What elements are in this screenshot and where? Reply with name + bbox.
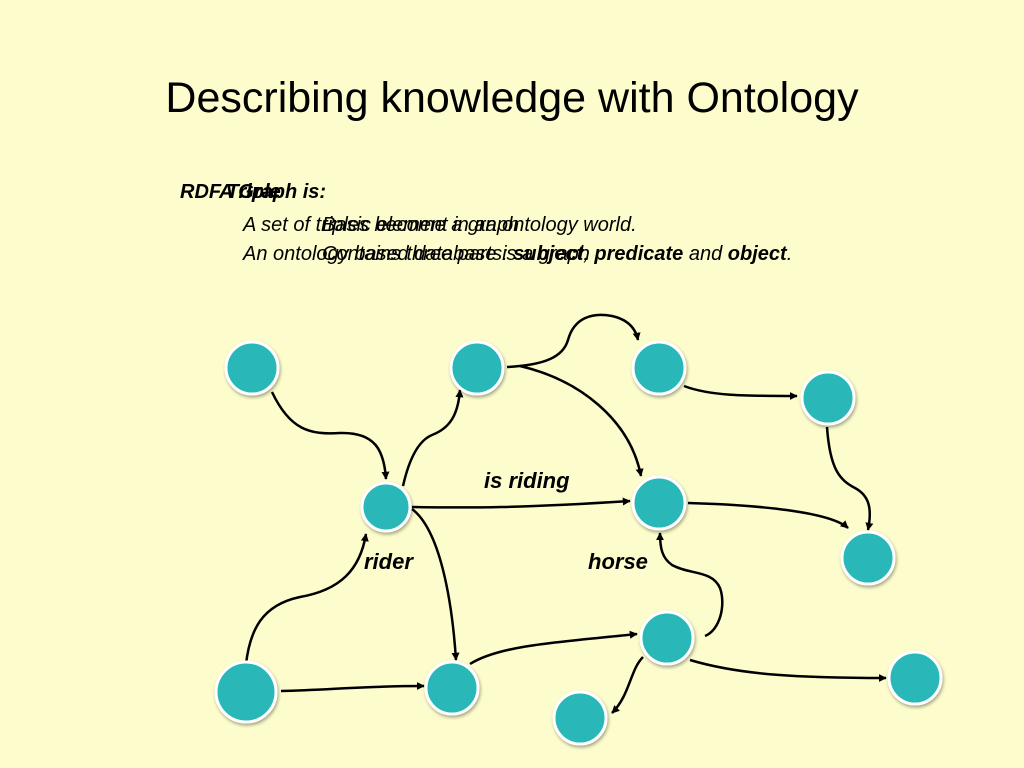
graph-node-n6 bbox=[631, 475, 687, 531]
graph-node-n1 bbox=[224, 340, 280, 396]
graph-node-n9 bbox=[214, 660, 278, 724]
edge-n2-n3 bbox=[506, 313, 641, 369]
edge-n6-n7 bbox=[687, 501, 849, 529]
rdf-object-word: object bbox=[727, 243, 787, 265]
graph-node-n10 bbox=[424, 660, 480, 716]
edge-n9-n10 bbox=[280, 682, 425, 693]
rdf-triple-line2: Contains three parts: subject, predicate… bbox=[322, 242, 792, 266]
graph-node-n5 bbox=[360, 481, 412, 533]
edge-n8-n12 bbox=[689, 658, 887, 682]
rdf-line2-sep: , bbox=[583, 243, 595, 265]
edge-n8-n6 bbox=[656, 532, 724, 638]
rdf-line2-end: . bbox=[786, 243, 793, 265]
edge-label-horse: horse bbox=[588, 549, 648, 574]
rdf-triple-line1: Basic element in an ontology world. bbox=[322, 214, 637, 236]
edge-n3-n4 bbox=[683, 384, 798, 400]
graph-node-n3 bbox=[631, 340, 687, 396]
graph-edges bbox=[244, 313, 887, 714]
graph-node-n2 bbox=[449, 340, 505, 396]
edge-n2-n6 bbox=[519, 364, 644, 477]
graph-node-n4 bbox=[800, 370, 856, 426]
rdf-line2-pre: Contains three parts: bbox=[322, 243, 514, 265]
edge-n10-n8 bbox=[469, 630, 638, 666]
edge-n1-n5 bbox=[270, 391, 390, 480]
edge-n8-n11 bbox=[611, 656, 644, 714]
graph-heading: A Graph is: bbox=[219, 181, 327, 203]
edge-label-is-riding: is riding bbox=[484, 468, 570, 493]
graph-line2: An ontology based database is a graph bbox=[243, 243, 590, 265]
graph-line1: A set of triples become a graph bbox=[243, 214, 520, 236]
rdf-subject-word: subject bbox=[513, 243, 584, 265]
graph-node-n7 bbox=[840, 530, 896, 586]
edge-n9-n5 bbox=[244, 533, 369, 665]
graph-node-n8 bbox=[639, 610, 695, 666]
graph-nodes bbox=[214, 340, 943, 746]
rdf-line2-and: and bbox=[683, 243, 728, 265]
graph-node-n12 bbox=[887, 650, 943, 706]
edge-n4-n7 bbox=[825, 426, 874, 531]
graph-node-n11 bbox=[552, 690, 608, 746]
rdf-triple-heading: RDF Triple bbox=[180, 181, 281, 203]
slide-title: Describing knowledge with Ontology bbox=[165, 74, 859, 122]
edge-label-rider: rider bbox=[364, 549, 413, 574]
edge-n5-n2 bbox=[401, 389, 464, 487]
edge-n5-n6 bbox=[411, 497, 631, 509]
edge-n5-n10 bbox=[411, 508, 460, 661]
rdf-predicate-word: predicate bbox=[594, 243, 684, 265]
